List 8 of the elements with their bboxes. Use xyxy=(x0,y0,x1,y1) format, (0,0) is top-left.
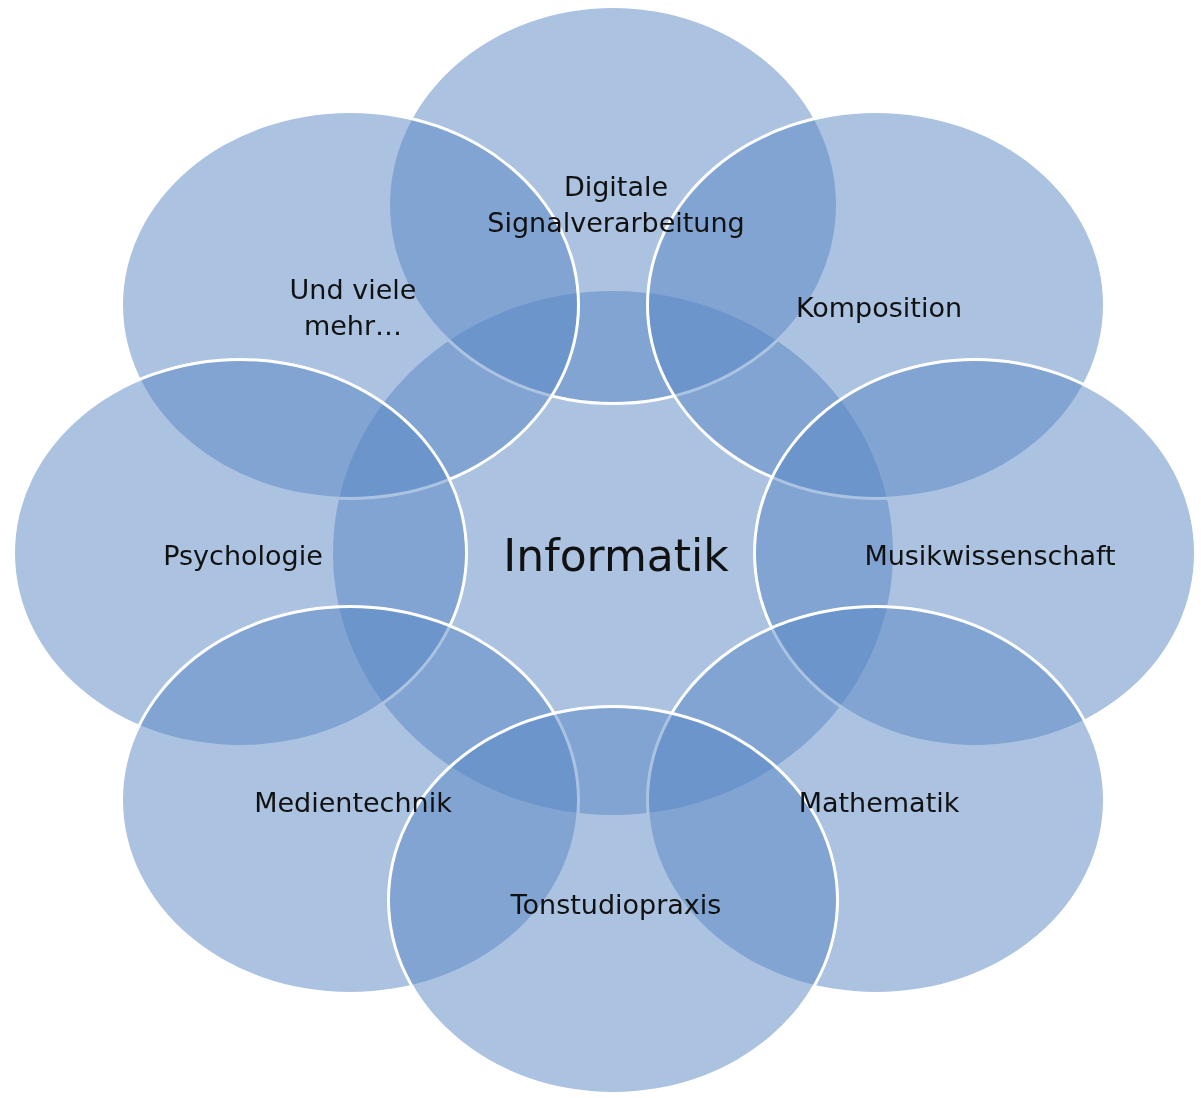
central-topic-label: Informatik xyxy=(503,529,729,584)
topic-label: Medientechnik xyxy=(254,785,452,820)
topic-label: Musikwissenschaft xyxy=(864,538,1116,573)
topic-label: Und viele mehr… xyxy=(288,272,418,343)
topic-label: Tonstudiopraxis xyxy=(510,887,722,922)
topic-label: Psychologie xyxy=(163,538,323,573)
topic-label: Komposition xyxy=(795,290,963,325)
topic-label: Mathematik xyxy=(798,785,960,820)
